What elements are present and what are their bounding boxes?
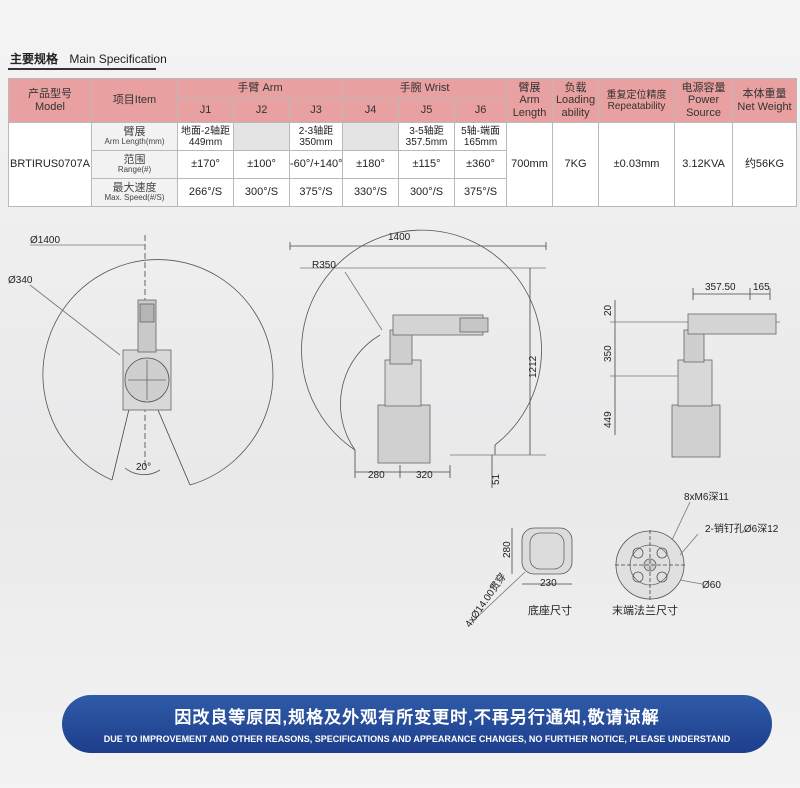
- arm-length-value: 700mm: [506, 122, 554, 207]
- label-flange-holes1: 8xM6深11: [684, 491, 729, 503]
- cell: ±100°: [233, 150, 290, 179]
- label-1212: 1212: [528, 355, 539, 378]
- item-header: 项目Item: [91, 78, 178, 123]
- technical-drawings: Ø1400 Ø340 20° 1400 1212 280 320 51 R350: [8, 229, 780, 630]
- top-view-drawing: Ø1400 Ø340 20°: [8, 235, 274, 486]
- section-header: 主要规格 Main Specification: [10, 50, 167, 67]
- label-flange-holes2: 2-销钉孔Ø6深12: [705, 522, 779, 535]
- weight-value: 约56KG: [732, 122, 798, 207]
- label-d1400: Ø1400: [30, 235, 60, 246]
- joint-j3: J3: [288, 98, 344, 123]
- cell: ±170°: [177, 150, 234, 179]
- joint-j4: J4: [342, 98, 400, 123]
- label-1400: 1400: [388, 232, 411, 243]
- label-base-280: 280: [502, 541, 513, 558]
- power-value: 3.12KVA: [674, 122, 734, 207]
- notice-banner: 因改良等原因,规格及外观有所变更时,不再另行通知,敬请谅解 DUE TO IMP…: [62, 695, 772, 753]
- cell: 266°/S: [177, 178, 234, 207]
- label-20: 20: [603, 304, 614, 316]
- wrist-group-header: 手腕 Wrist: [342, 78, 508, 99]
- label-d340: Ø340: [8, 275, 33, 286]
- cell: 地面-2轴距 449mm: [177, 122, 234, 151]
- section-title-zh: 主要规格: [10, 52, 59, 66]
- label-base-holes: 4xØ14.00贯穿: [462, 570, 509, 629]
- cell: 375°/S: [288, 178, 344, 207]
- label-350: 350: [603, 345, 614, 362]
- notice-zh: 因改良等原因,规格及外观有所变更时,不再另行通知,敬请谅解: [174, 708, 660, 727]
- cell: 375°/S: [454, 178, 508, 207]
- cell: -60°/+140°: [288, 150, 344, 179]
- cell: [342, 122, 400, 151]
- label-51: 51: [491, 473, 502, 485]
- label-base-230: 230: [540, 578, 557, 589]
- joint-j2: J2: [233, 98, 290, 123]
- cell: ±180°: [342, 150, 400, 179]
- flange-caption: 末端法兰尺寸: [612, 603, 678, 617]
- cell: [233, 122, 290, 151]
- cell: 300°/S: [398, 178, 456, 207]
- section-title-en: Main Specification: [69, 52, 167, 66]
- repeatability-value: ±0.03mm: [598, 122, 676, 207]
- notice-en: DUE TO IMPROVEMENT AND OTHER REASONS, SP…: [103, 734, 731, 744]
- side-view-drawing: 1400 1212 280 320 51 R350: [289, 229, 547, 488]
- base-drawing: 280 230 4xØ14.00贯穿 底座尺寸: [462, 527, 573, 630]
- header-underline: [8, 68, 156, 70]
- joint-j1: J1: [177, 98, 234, 123]
- cell: 3-5轴距 357.5mm: [398, 122, 456, 151]
- label-280: 280: [368, 470, 385, 481]
- label-165: 165: [753, 282, 770, 293]
- cell: 330°/S: [342, 178, 400, 207]
- model-value: BRTIRUS0707A: [8, 122, 92, 207]
- label-r350: R350: [312, 260, 336, 271]
- joint-j6: J6: [454, 98, 508, 123]
- label-20deg: 20°: [136, 462, 151, 473]
- label-357-50: 357.50: [705, 282, 736, 293]
- dimension-view-drawing: 357.50 165 20 350 449: [603, 282, 780, 458]
- cell: 300°/S: [233, 178, 290, 207]
- label-449: 449: [603, 411, 614, 428]
- label-320: 320: [416, 470, 433, 481]
- cell: ±115°: [398, 150, 456, 179]
- label-flange-d60: Ø60: [702, 580, 721, 591]
- flange-drawing: 8xM6深11 2-销钉孔Ø6深12 Ø60 末端法兰尺寸: [612, 491, 779, 617]
- base-caption: 底座尺寸: [528, 603, 572, 617]
